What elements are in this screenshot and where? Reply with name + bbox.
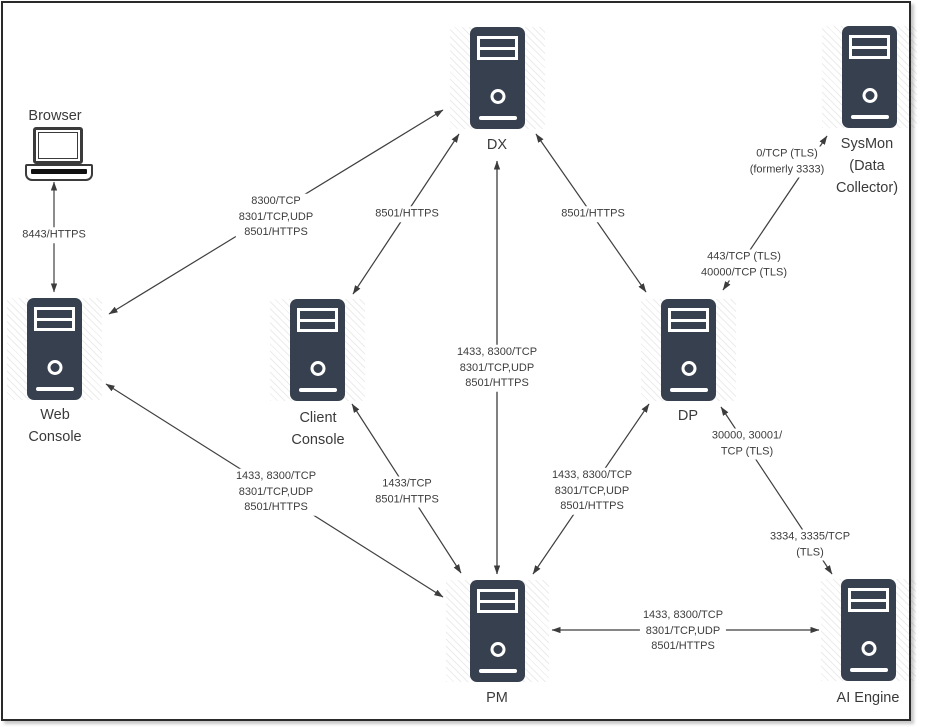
node-label-web-console: Web Console — [28, 407, 82, 445]
port-label-dp-sysmon-lower: 443/TCP (TLS) 40000/TCP (TLS) — [697, 249, 791, 281]
server-icon — [841, 579, 896, 681]
server-icon — [470, 27, 525, 129]
port-label-browser-webconsole: 8443/HTTPS — [19, 227, 89, 243]
server-icon — [661, 299, 716, 401]
port-label-clientconsole-dx: 8501/HTTPS — [372, 206, 442, 222]
browser-laptop-icon — [25, 126, 93, 181]
server-icon — [470, 580, 525, 682]
node-label-pm: PM — [486, 690, 508, 706]
port-label-clientconsole-pm: 1433/TCP 8501/HTTPS — [372, 476, 442, 508]
port-label-dx-dp: 8501/HTTPS — [558, 206, 628, 222]
port-label-dx-pm: 1433, 8300/TCP 8301/TCP,UDP 8501/HTTPS — [453, 344, 541, 392]
node-label-dp: DP — [677, 408, 699, 424]
node-label-client-console: Client Console — [291, 410, 345, 448]
node-label-browser: Browser — [28, 108, 82, 124]
node-label-dx: DX — [486, 137, 508, 153]
port-label-webconsole-dx: 8300/TCP 8301/TCP,UDP 8501/HTTPS — [235, 193, 317, 241]
port-label-webconsole-pm: 1433, 8300/TCP 8301/TCP,UDP 8501/HTTPS — [232, 468, 320, 516]
port-label-dp-pm: 1433, 8300/TCP 8301/TCP,UDP 8501/HTTPS — [548, 467, 636, 515]
node-label-ai-engine: AI Engine — [836, 690, 900, 706]
node-label-sysmon: SysMon (Data Collector) — [835, 136, 899, 196]
port-label-dp-aiengine-upper: 30000, 30001/ TCP (TLS) — [708, 428, 786, 460]
server-icon — [27, 298, 82, 400]
server-icon — [842, 26, 897, 128]
port-label-dp-sysmon-upper: 0/TCP (TLS) (formerly 3333) — [746, 146, 828, 178]
port-label-dp-aiengine-lower: 3334, 3335/TCP (TLS) — [766, 529, 854, 561]
port-label-pm-aiengine: 1433, 8300/TCP 8301/TCP,UDP 8501/HTTPS — [639, 607, 727, 655]
